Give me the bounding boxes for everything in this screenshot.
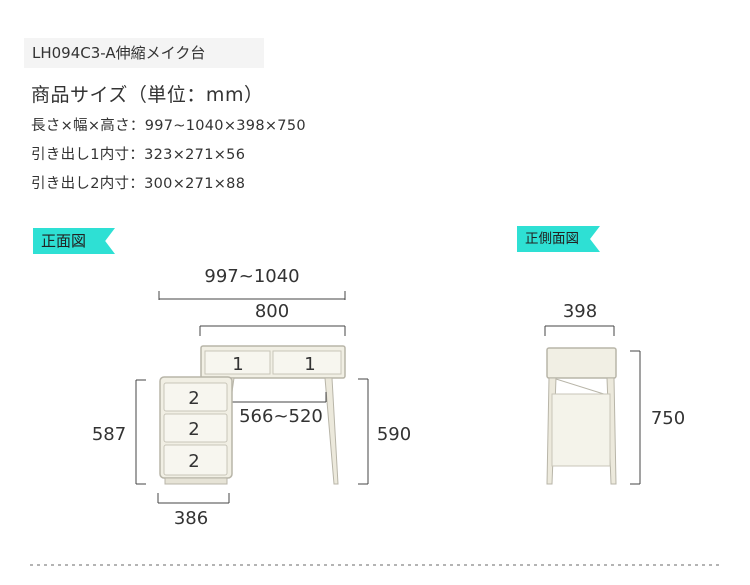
front-cabinet-height-dimension [135, 379, 146, 485]
cabinet-drawer-1-number: 2 [188, 388, 199, 409]
spec-drawer2: 引き出し2内寸：300×271×88 [31, 176, 246, 192]
cabinet-drawer-2-number: 2 [188, 419, 199, 440]
side-height-label: 750 [651, 408, 685, 429]
side-depth-dimension [544, 325, 615, 336]
front-view-tag: 正面図 [33, 228, 115, 254]
front-leg-span-label: 566~520 [239, 406, 323, 427]
desk-legs [225, 377, 339, 485]
cabinet-drawer-3-number: 2 [188, 451, 199, 472]
front-cabinet-width-label: 386 [174, 508, 208, 529]
front-cabinet-height-label: 587 [92, 424, 126, 445]
front-top-width-label: 800 [255, 301, 289, 322]
front-total-width-dimension [158, 291, 346, 300]
desk-drawer-left-number: 1 [232, 354, 243, 375]
size-section-title: 商品サイズ（単位：mm） [31, 84, 264, 106]
side-view-desk [546, 347, 617, 485]
front-total-width-label: 997~1040 [204, 266, 299, 287]
front-leg-span-dimension [231, 392, 327, 403]
side-depth-label: 398 [563, 301, 597, 322]
front-desk-height-dimension [358, 378, 369, 485]
desk-drawer-right-number: 1 [304, 354, 315, 375]
side-height-dimension [630, 350, 641, 485]
spec-dimensions: 長さ×幅×高さ：997~1040×398×750 [31, 118, 306, 134]
side-cabinet [159, 376, 233, 485]
front-cabinet-width-dimension [157, 493, 230, 504]
front-desk-height-label: 590 [377, 424, 411, 445]
desk-drawer-unit [200, 345, 346, 379]
spec-drawer1: 引き出し1内寸：323×271×56 [31, 147, 246, 163]
front-top-width-dimension [199, 325, 346, 336]
side-view-tag: 正側面図 [517, 226, 600, 252]
product-model-label: LH094C3-A伸縮メイク台 [24, 38, 264, 68]
